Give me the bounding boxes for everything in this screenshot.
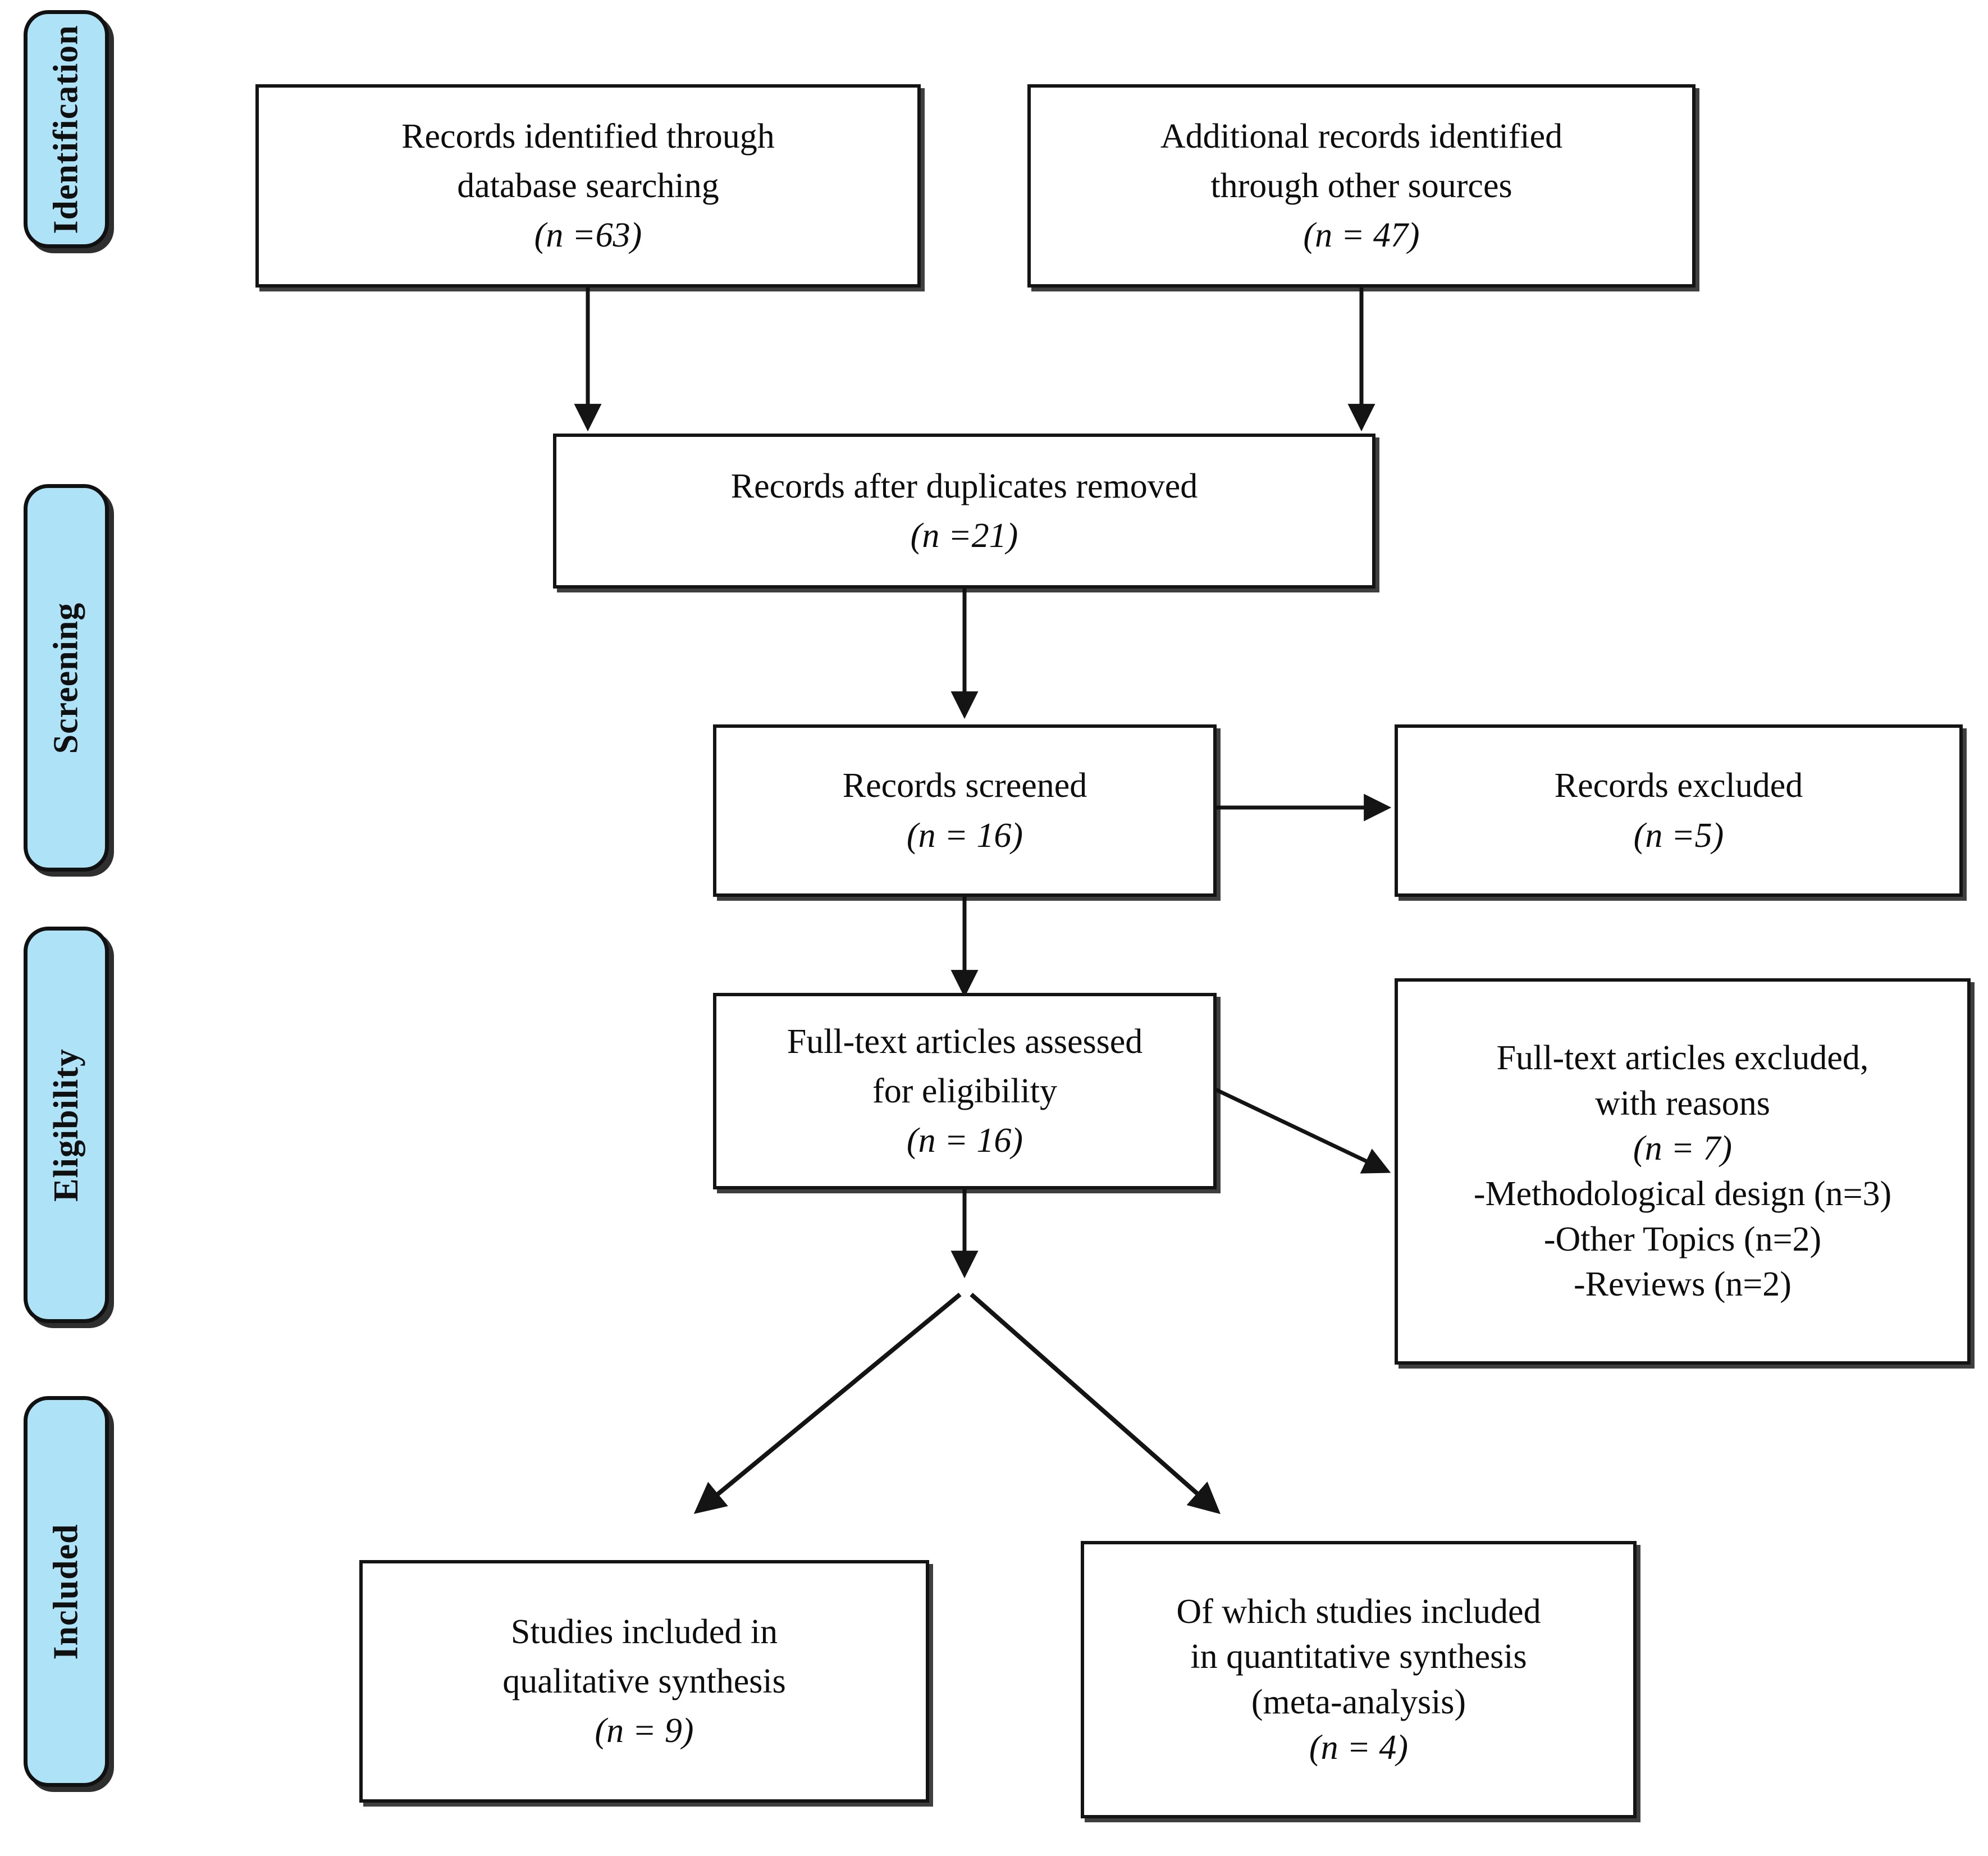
box-reason-other-topics: -Other Topics (n=2) xyxy=(1543,1220,1822,1258)
stage-label-identification: Identification xyxy=(47,24,85,234)
box-count: (n = 47) xyxy=(1303,216,1420,255)
box-fulltext-excluded: Full-text articles excluded, with reason… xyxy=(1395,978,1971,1365)
box-line: Records screened xyxy=(842,767,1087,805)
box-line: Full-text articles assessed xyxy=(787,1022,1143,1061)
box-count: (n =21) xyxy=(910,517,1018,555)
box-count: (n =63) xyxy=(534,216,642,255)
box-reason-methodological-design: -Methodological design (n=3) xyxy=(1473,1175,1892,1213)
stage-label-included: Included xyxy=(47,1523,85,1660)
box-count: (n = 9) xyxy=(595,1712,694,1750)
box-line: Additional records identified xyxy=(1160,117,1563,156)
box-count: (n = 16) xyxy=(906,816,1023,855)
box-line: Full-text articles excluded, xyxy=(1496,1039,1869,1078)
box-records-excluded: Records excluded (n =5) xyxy=(1395,724,1963,897)
box-count: (n = 16) xyxy=(906,1121,1023,1160)
box-qualitative-synthesis: Studies included in qualitative synthesi… xyxy=(359,1560,929,1803)
box-count: (n = 7) xyxy=(1633,1129,1733,1168)
stage-pill-included: Included xyxy=(24,1396,109,1787)
box-line: with reasons xyxy=(1595,1084,1770,1123)
stage-pill-identification: Identification xyxy=(24,10,109,248)
box-count: (n =5) xyxy=(1633,816,1724,855)
box-quantitative-synthesis: Of which studies included in quantitativ… xyxy=(1081,1541,1637,1818)
box-line: database searching xyxy=(457,166,719,205)
box-line: Records after duplicates removed xyxy=(730,467,1198,505)
box-records-after-duplicates: Records after duplicates removed (n =21) xyxy=(553,434,1375,589)
box-line: (meta-analysis) xyxy=(1251,1683,1466,1721)
box-records-screened: Records screened (n = 16) xyxy=(713,724,1217,897)
box-line: for eligibility xyxy=(872,1071,1057,1110)
box-records-identified-other: Additional records identified through ot… xyxy=(1027,84,1695,288)
box-line: Studies included in xyxy=(510,1612,778,1651)
box-reason-reviews: -Reviews (n=2) xyxy=(1574,1265,1792,1304)
box-line: Records excluded xyxy=(1554,767,1803,805)
box-line: in quantitative synthesis xyxy=(1190,1638,1527,1676)
box-fulltext-assessed: Full-text articles assessed for eligibil… xyxy=(713,993,1217,1189)
stage-label-eligibility: Eligibility xyxy=(47,1048,85,1202)
stage-pill-eligibility: Eligibility xyxy=(24,927,109,1323)
box-line: through other sources xyxy=(1210,166,1512,205)
stage-label-screening: Screening xyxy=(47,602,85,754)
box-line: Records identified through xyxy=(401,117,775,156)
stage-pill-screening: Screening xyxy=(24,484,109,872)
box-count: (n = 4) xyxy=(1309,1728,1409,1767)
box-line: qualitative synthesis xyxy=(502,1662,786,1700)
box-records-identified-database: Records identified through database sear… xyxy=(255,84,921,288)
box-line: Of which studies included xyxy=(1176,1592,1541,1631)
